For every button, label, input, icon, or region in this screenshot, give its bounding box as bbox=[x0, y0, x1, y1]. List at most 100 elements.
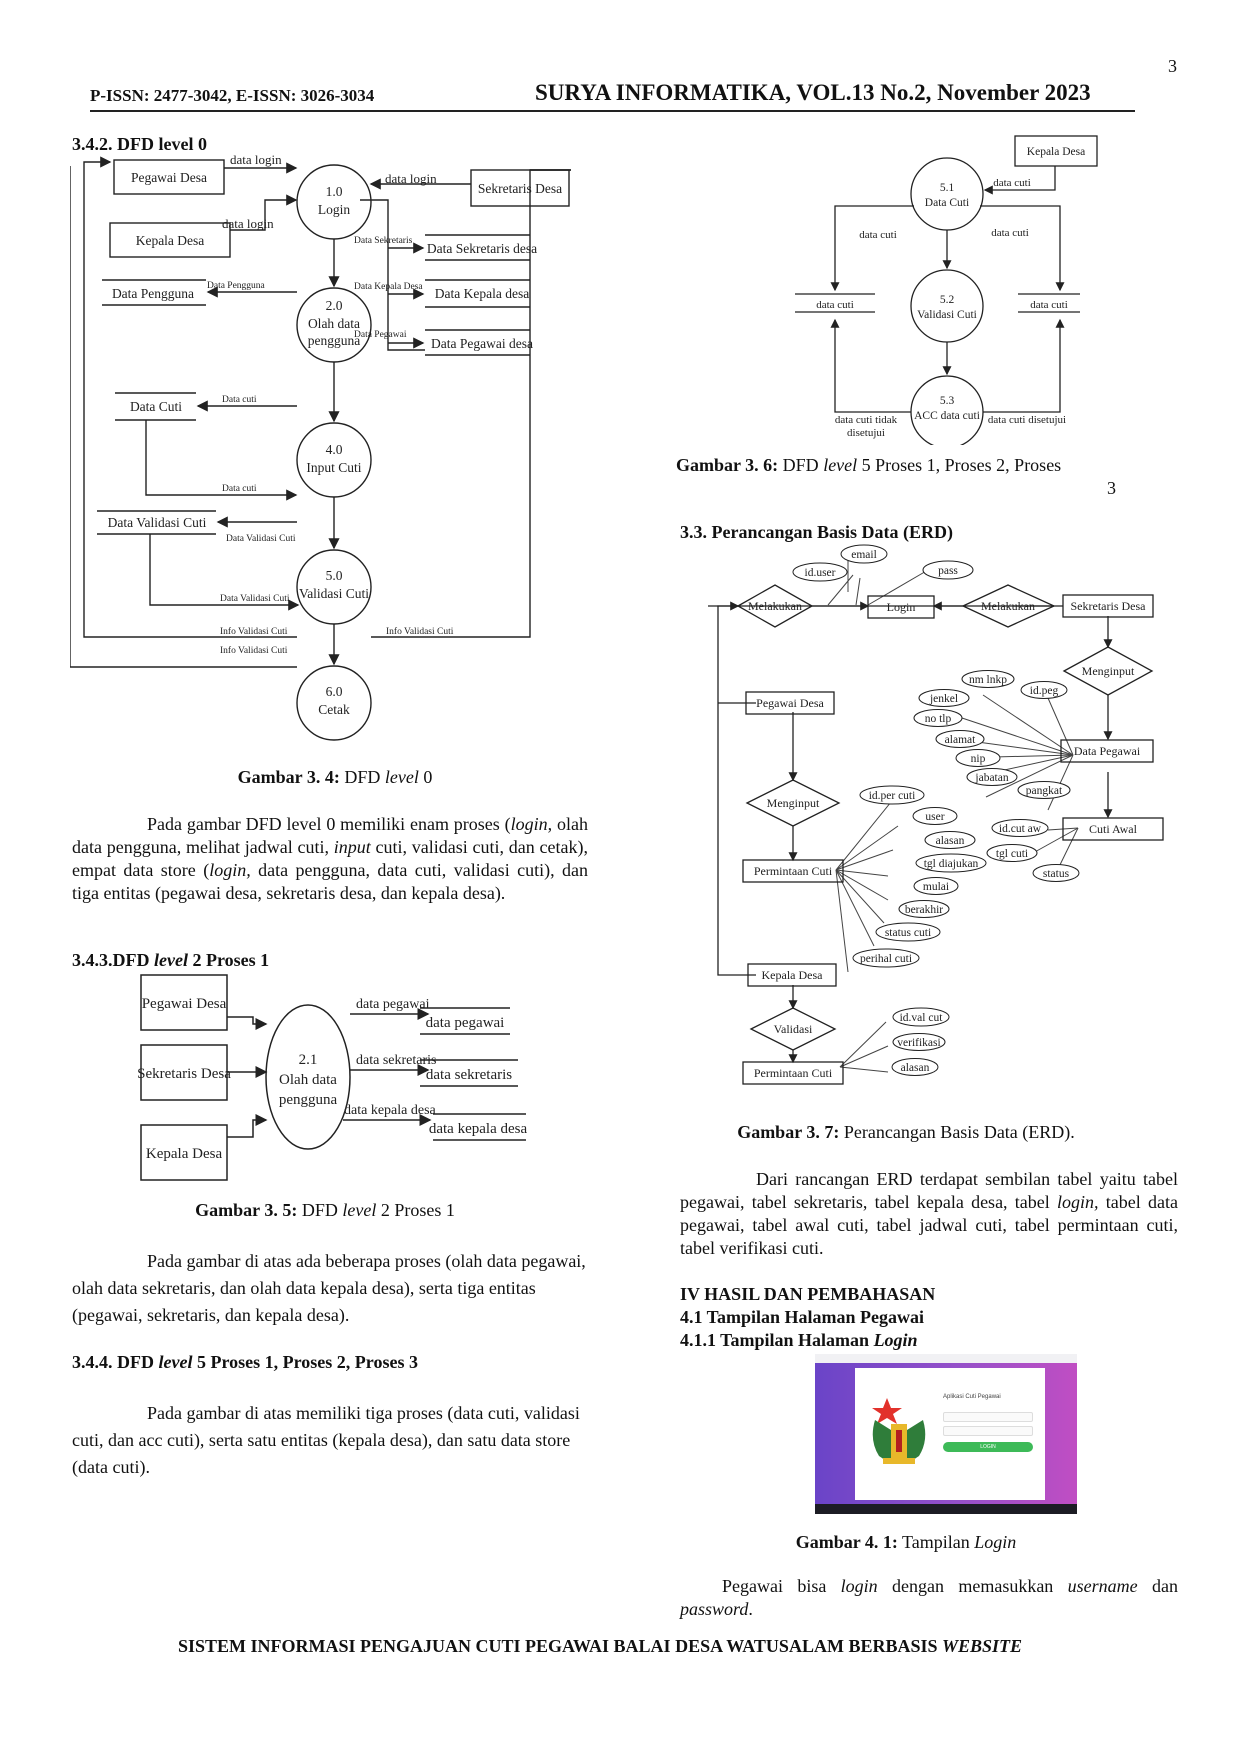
entity-label: Kepala Desa bbox=[1027, 146, 1085, 158]
store-label: Data Pengguna bbox=[112, 286, 194, 301]
process-name: Cetak bbox=[318, 702, 350, 717]
entity-label: Pegawai Desa bbox=[142, 996, 227, 1012]
process-name: Olah data bbox=[308, 316, 360, 331]
flow-label: Data Pengguna bbox=[207, 281, 266, 291]
erd-relation-label: Menginput bbox=[767, 796, 820, 810]
paragraph-erd: Dari rancangan ERD terdapat sembilan tab… bbox=[680, 1169, 1178, 1258]
store-label: data cuti bbox=[816, 299, 854, 311]
section-3-3: 3.3. Perancangan Basis Data (ERD) bbox=[680, 522, 953, 542]
flow-label: data cuti bbox=[993, 177, 1031, 189]
store-label: Data Validasi Cuti bbox=[108, 515, 207, 530]
erd-attribute: pass bbox=[938, 565, 958, 577]
taskbar bbox=[815, 1504, 1077, 1514]
flow-label: data login bbox=[230, 152, 282, 167]
paragraph-dfd2: Pada gambar di atas ada beberapa proses … bbox=[72, 1251, 586, 1325]
flow-label: data cuti bbox=[991, 227, 1029, 239]
entity-label: Sekretaris Desa bbox=[478, 181, 562, 196]
figure-caption-3-4: Gambar 3. 4: DFD level 0 bbox=[237, 767, 433, 787]
process-name: Validasi Cuti bbox=[299, 586, 369, 601]
flow-label: Data Sekretaris bbox=[354, 236, 413, 246]
store-label: Data Sekretaris desa bbox=[427, 241, 537, 256]
process-number: 5.2 bbox=[940, 294, 955, 306]
flow-label: data sekretaris bbox=[356, 1053, 436, 1068]
process-name: Validasi Cuti bbox=[917, 309, 977, 321]
store-label: data sekretaris bbox=[426, 1067, 512, 1083]
erd-entity-label: Permintaan Cuti bbox=[754, 864, 833, 878]
erd-relation-label: Melakukan bbox=[748, 599, 802, 613]
process-name: Data Cuti bbox=[925, 197, 969, 209]
flow-label: disetujui bbox=[847, 427, 885, 439]
password-field[interactable] bbox=[943, 1426, 1033, 1436]
erd-attribute: verifikasi bbox=[897, 1037, 940, 1049]
entity-pegawai-desa bbox=[113, 159, 225, 195]
figure-caption-3-6: Gambar 3. 6: DFD level 5 Proses 1, Prose… bbox=[676, 455, 1116, 498]
erd-attribute: jabatan bbox=[974, 772, 1008, 784]
flow-label: Data cuti bbox=[222, 484, 257, 494]
erd-attribute: pangkat bbox=[1026, 785, 1063, 797]
erd-attribute: berakhir bbox=[905, 904, 943, 916]
erd-entity-label: Sekretaris Desa bbox=[1071, 599, 1147, 613]
flow-label: Data Validasi Cuti bbox=[220, 594, 290, 604]
login-card: Aplikasi Cuti Pegawai LOGIN bbox=[855, 1368, 1045, 1500]
erd-attribute: tgl cuti bbox=[996, 848, 1028, 860]
erd-attribute: id.val cut bbox=[900, 1012, 944, 1024]
browser-tab-bar bbox=[815, 1354, 1077, 1363]
dfd-level-2-diagram: Pegawai Desa Sekretaris Desa Kepala Desa… bbox=[138, 974, 528, 1181]
erd-attribute: id.peg bbox=[1030, 685, 1059, 697]
erd-relation-label: Validasi bbox=[774, 1022, 813, 1036]
erd-attribute: tgl diajukan bbox=[924, 858, 979, 870]
section-3-4-2: 3.4.2. DFD level 0 bbox=[72, 134, 207, 154]
process-name: pengguna bbox=[308, 333, 360, 348]
process-number: 6.0 bbox=[326, 684, 343, 699]
flow-label: data login bbox=[222, 216, 274, 231]
paragraph-login: Pegawai bisa login dengan memasukkan use… bbox=[680, 1576, 1178, 1619]
entity-kepala-desa bbox=[109, 222, 231, 258]
process-number: 1.0 bbox=[326, 184, 343, 199]
erd-relation-label: Menginput bbox=[1082, 664, 1135, 678]
flow-label: data login bbox=[385, 171, 437, 186]
flow-label: data kepala desa bbox=[344, 1103, 437, 1118]
store-label: Data Kepala desa bbox=[435, 286, 529, 301]
entity-label: Kepala Desa bbox=[136, 233, 205, 248]
process-name: Login bbox=[318, 202, 350, 217]
emblem-icon bbox=[872, 1398, 926, 1464]
section-iv: IV HASIL DAN PEMBAHASAN bbox=[680, 1284, 936, 1304]
section-3-4-4: 3.4.4. DFD level 5 Proses 1, Proses 2, P… bbox=[72, 1352, 418, 1372]
paragraph-dfd5: Pada gambar di atas memiliki tiga proses… bbox=[72, 1403, 580, 1477]
flow-label: Data Pegawai bbox=[354, 330, 407, 340]
login-app-title: Aplikasi Cuti Pegawai bbox=[943, 1394, 1001, 1400]
erd-entity-label: Login bbox=[887, 600, 916, 614]
flow-label: Info Validasi Cuti bbox=[220, 645, 288, 656]
flow-label: data cuti disetujui bbox=[988, 414, 1066, 426]
process-6-0 bbox=[296, 665, 372, 741]
dfd-level-0-diagram: Pegawai Desa Kepala Desa Sekretaris Desa… bbox=[70, 152, 571, 741]
erd-entity-label: Data Pegawai bbox=[1074, 744, 1141, 758]
login-button[interactable]: LOGIN bbox=[943, 1442, 1033, 1452]
flow-label: data cuti bbox=[859, 229, 897, 241]
process-name: Input Cuti bbox=[306, 460, 361, 475]
erd-attribute: perihal cuti bbox=[860, 953, 912, 965]
erd-relation-label: Melakukan bbox=[981, 599, 1035, 613]
erd-attribute: user bbox=[925, 811, 944, 823]
process-number: 2.1 bbox=[299, 1052, 318, 1068]
erd-attribute: id.cut aw bbox=[999, 823, 1042, 835]
erd-attribute: id.per cuti bbox=[869, 790, 916, 802]
store-label: data kepala desa bbox=[429, 1121, 528, 1137]
dfd-level-5-diagram: Kepala Desa 5.1 Data Cuti 5.2 Validasi C… bbox=[795, 135, 1098, 445]
flow-label: Info Validasi Cuti bbox=[220, 626, 288, 637]
figure-caption-3-5: Gambar 3. 5: DFD level 2 Proses 1 bbox=[195, 1200, 455, 1220]
page-number: 3 bbox=[1168, 56, 1177, 76]
username-field[interactable] bbox=[943, 1412, 1033, 1422]
erd-entity-label: Pegawai Desa bbox=[756, 696, 824, 710]
entity-sekretaris-desa bbox=[470, 169, 570, 207]
footer-title: SISTEM INFORMASI PENGAJUAN CUTI PEGAWAI … bbox=[178, 1636, 1023, 1656]
erd-attribute: jenkel bbox=[929, 693, 958, 705]
store-label: data cuti bbox=[1030, 299, 1068, 311]
process-name: pengguna bbox=[279, 1092, 338, 1108]
process-number: 5.0 bbox=[326, 568, 343, 583]
section-3-4-3: 3.4.3.DFD level 2 Proses 1 bbox=[72, 950, 270, 970]
erd-diagram: Login Melakukan Melakukan Sekretaris Des… bbox=[708, 544, 1164, 1085]
header-rule bbox=[90, 110, 1135, 112]
figure-caption-3-7: Gambar 3. 7: Perancangan Basis Data (ERD… bbox=[737, 1122, 1075, 1142]
process-name: ACC data cuti bbox=[914, 410, 980, 422]
